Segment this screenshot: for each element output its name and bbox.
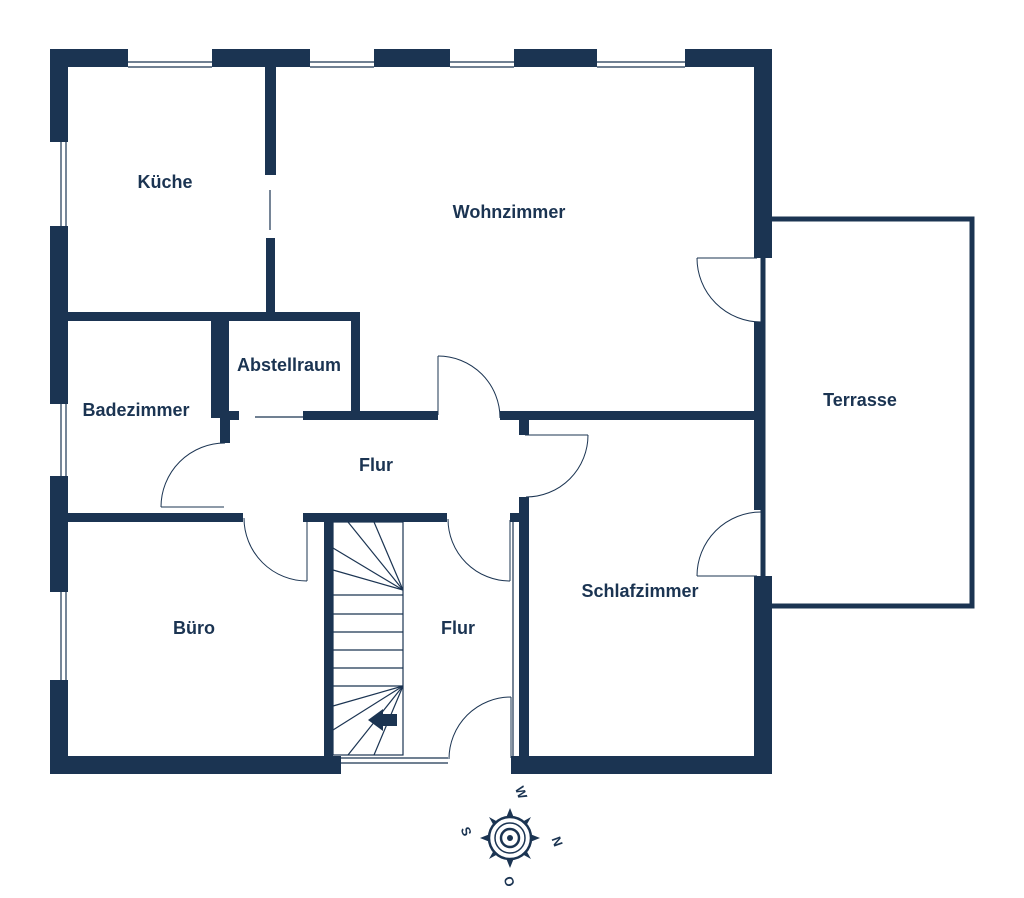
windows [60, 61, 685, 764]
room-label-buero: Büro [173, 618, 215, 638]
compass-rose-icon [480, 808, 540, 868]
room-label-badezimmer: Badezimmer [82, 400, 189, 420]
compass-label-east: O [500, 874, 518, 889]
staircase [332, 521, 404, 756]
doors [160, 257, 762, 760]
room-label-abstellraum: Abstellraum [237, 355, 341, 375]
room-label-terrasse: Terrasse [823, 390, 897, 410]
walls [50, 49, 772, 774]
room-label-flur-upper: Flur [359, 455, 393, 475]
stair-direction-arrow-icon [368, 709, 397, 731]
room-label-kueche: Küche [137, 172, 192, 192]
room-label-flur-lower: Flur [441, 618, 475, 638]
compass-label-west: W [512, 784, 531, 801]
room-label-wohnzimmer: Wohnzimmer [453, 202, 566, 222]
room-label-schlafzimmer: Schlafzimmer [581, 581, 698, 601]
